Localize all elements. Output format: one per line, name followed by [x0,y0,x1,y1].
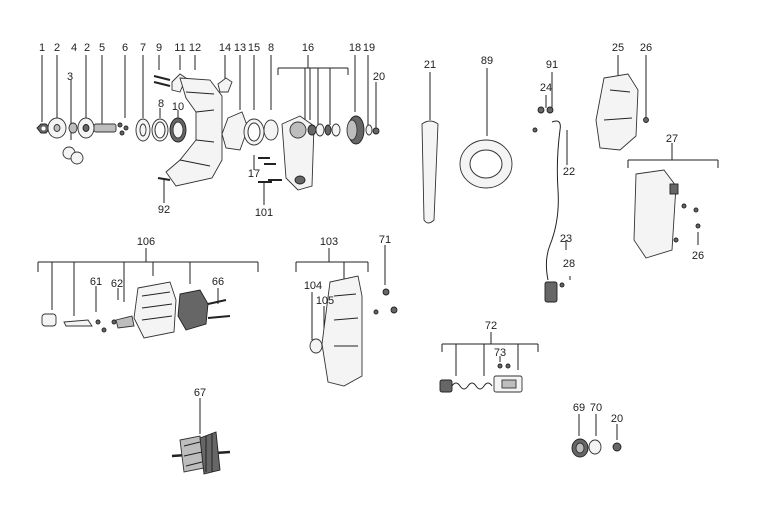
stator-part [177,289,209,331]
label-26-second: 26 [692,250,704,262]
label-2-second: 2 [84,42,90,54]
blade-guard-assembly [36,55,380,205]
label-24: 24 [540,82,552,94]
label-8-second: 8 [268,42,274,54]
switch-plunger-part [439,379,453,393]
label-22: 22 [563,166,575,178]
label-14: 14 [219,42,231,54]
label-73: 73 [494,347,506,359]
motor-housing-cover-part [633,169,677,259]
blade-guard-part [165,77,223,187]
label-27: 27 [666,133,678,145]
label-103: 103 [320,236,338,248]
label-89: 89 [481,55,493,67]
armature-part [171,431,231,475]
part-number-labels: 1 2 3 4 2 5 6 7 9 8 10 11 12 14 13 15 8 … [39,42,704,425]
label-71: 71 [379,234,391,246]
field-coil-part [133,281,177,339]
label-15: 15 [248,42,260,54]
label-12: 12 [189,42,201,54]
label-28: 28 [563,258,575,270]
label-16: 16 [302,42,314,54]
label-106: 106 [137,236,155,248]
label-6: 6 [122,42,128,54]
gearbox-arm-part [281,115,315,191]
label-23: 23 [560,233,572,245]
label-105: 105 [316,295,334,307]
label-104: 104 [304,280,322,292]
label-70: 70 [590,402,602,414]
label-91: 91 [546,59,558,71]
label-8: 8 [158,98,164,110]
label-17: 17 [248,168,260,180]
label-92: 92 [158,204,170,216]
label-26: 26 [640,42,652,54]
label-25: 25 [612,42,624,54]
label-10: 10 [172,101,184,113]
label-11: 11 [174,42,185,54]
label-9: 9 [156,42,162,54]
brush-cap-part [41,313,57,327]
label-19: 19 [363,42,375,54]
power-cable-part [545,120,561,281]
label-72: 72 [485,320,497,332]
label-20-second: 20 [611,413,623,425]
label-4: 4 [71,42,77,54]
drive-belt-part [421,120,439,224]
label-5: 5 [99,42,105,54]
label-62: 62 [111,278,123,290]
motor-housing-part [321,275,363,387]
label-7: 7 [140,42,146,54]
label-2: 2 [54,42,60,54]
label-18: 18 [349,42,361,54]
label-20: 20 [373,71,385,83]
label-3: 3 [67,71,73,83]
label-101: 101 [255,207,273,219]
label-1: 1 [39,42,45,54]
label-66: 66 [212,276,224,288]
label-67: 67 [194,387,206,399]
label-61: 61 [90,276,102,288]
spindle-part [93,123,117,133]
label-21: 21 [424,59,436,71]
label-69: 69 [573,402,585,414]
label-13: 13 [234,42,246,54]
handle-part [595,73,639,151]
